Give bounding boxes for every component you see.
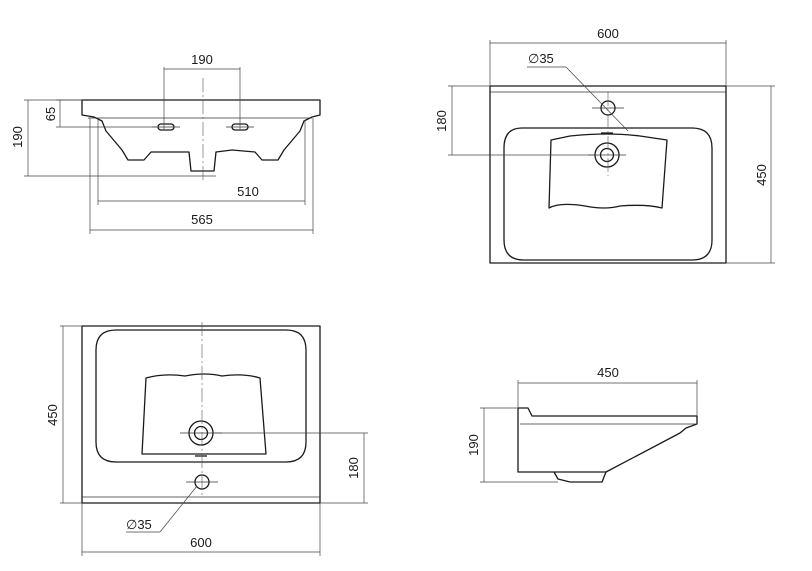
front-view: 190 65 190 510 565 [10,52,321,234]
dim-outer-width: 565 [191,212,213,227]
top-view-outline [489,85,727,264]
front-view-outline [81,99,321,172]
dim-top-hole-diameter: ∅35 [528,51,554,66]
dim-bottom-depth: 450 [45,404,60,426]
top-view: 600 ∅35 180 450 [434,26,775,264]
dim-top-drain-offset: 180 [434,110,449,132]
top-view-basin [503,127,713,261]
dim-side-height: 190 [466,434,481,456]
dim-bottom-drain-offset: 180 [346,457,361,479]
side-view: 450 190 [466,365,698,483]
bottom-view-basin [95,329,307,463]
dim-inner-width: 510 [237,184,259,199]
dim-top-width: 600 [597,26,619,41]
side-view-drain [553,471,607,483]
bottom-view-outline [81,325,321,504]
top-view-bowl [548,133,668,209]
dim-side-depth: 450 [597,365,619,380]
dim-top-depth: 450 [754,164,769,186]
bottom-view-bowl [141,373,267,455]
bottom-view: 450 180 ∅35 600 [45,322,368,556]
dim-bottom-width: 600 [190,535,212,550]
dim-bottom-hole-diameter: ∅35 [126,517,152,532]
side-view-outline [517,407,698,473]
dim-overall-height: 190 [10,126,25,148]
dim-rim-height: 65 [43,107,58,121]
dim-hole-spacing: 190 [191,52,213,67]
